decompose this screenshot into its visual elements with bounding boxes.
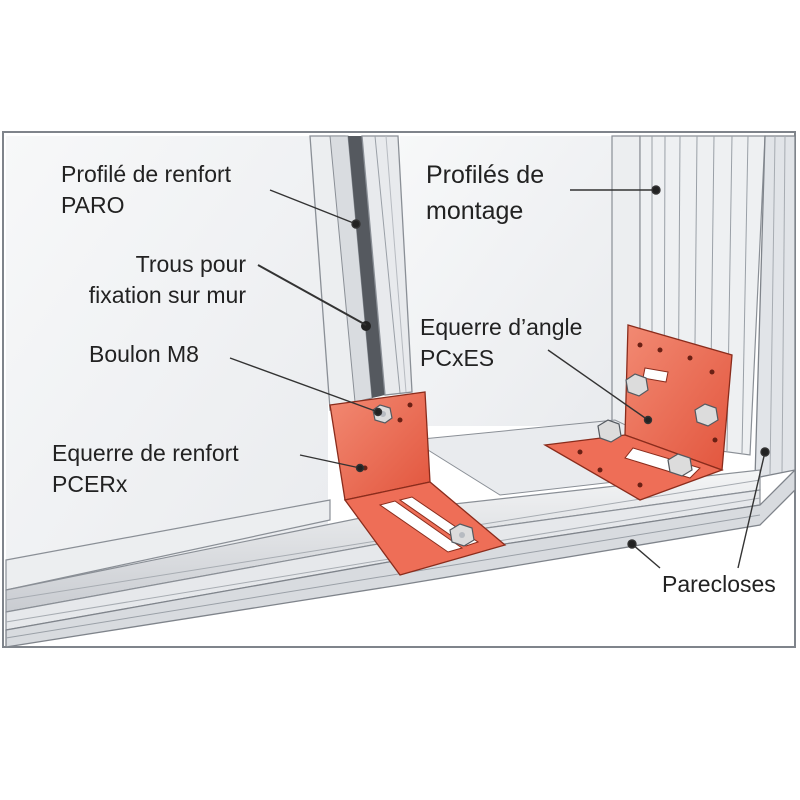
- leader-lines: [229, 185, 770, 569]
- label-profile-paro: Profilé de renfort PARO: [61, 159, 231, 221]
- label-boulon: Boulon M8: [89, 339, 199, 370]
- label-equerre-renfort-line1: Equerre de renfort: [52, 440, 239, 466]
- label-equerre-angle: Equerre d’angle PCxES: [420, 312, 582, 374]
- label-trous-line2: fixation sur mur: [88, 282, 246, 308]
- label-profiles-montage-line1: Profilés de: [426, 161, 545, 189]
- label-trous-line1: Trous pour: [135, 251, 246, 277]
- label-equerre-angle-line1: Equerre d’angle: [420, 314, 583, 340]
- bolt-corner-4: [667, 453, 693, 477]
- bolt-left-lower: [449, 523, 475, 547]
- label-profile-paro-line1: Profilé de renfort: [61, 161, 232, 187]
- label-boulon-line1: Boulon M8: [89, 341, 199, 367]
- label-profiles-montage: Profilés de montage: [426, 157, 544, 229]
- label-equerre-angle-line2: PCxES: [420, 345, 495, 371]
- label-profile-paro-line2: PARO: [61, 192, 125, 218]
- bolt-corner-3: [597, 419, 622, 443]
- label-equerre-renfort-line2: PCERx: [52, 471, 128, 497]
- bolt-corner-1: [625, 373, 649, 397]
- label-parecloses-line1: Parecloses: [662, 571, 776, 597]
- label-trous: Trous pour fixation sur mur: [82, 249, 246, 311]
- label-profiles-montage-line2: montage: [426, 197, 524, 225]
- paro-profile: [309, 135, 413, 411]
- glass-pane-right: [400, 136, 615, 426]
- bolt-corner-2: [694, 403, 719, 427]
- corner-bracket: [543, 324, 733, 501]
- label-equerre-renfort: Equerre de renfort PCERx: [52, 438, 239, 500]
- label-parecloses: Parecloses: [662, 569, 776, 600]
